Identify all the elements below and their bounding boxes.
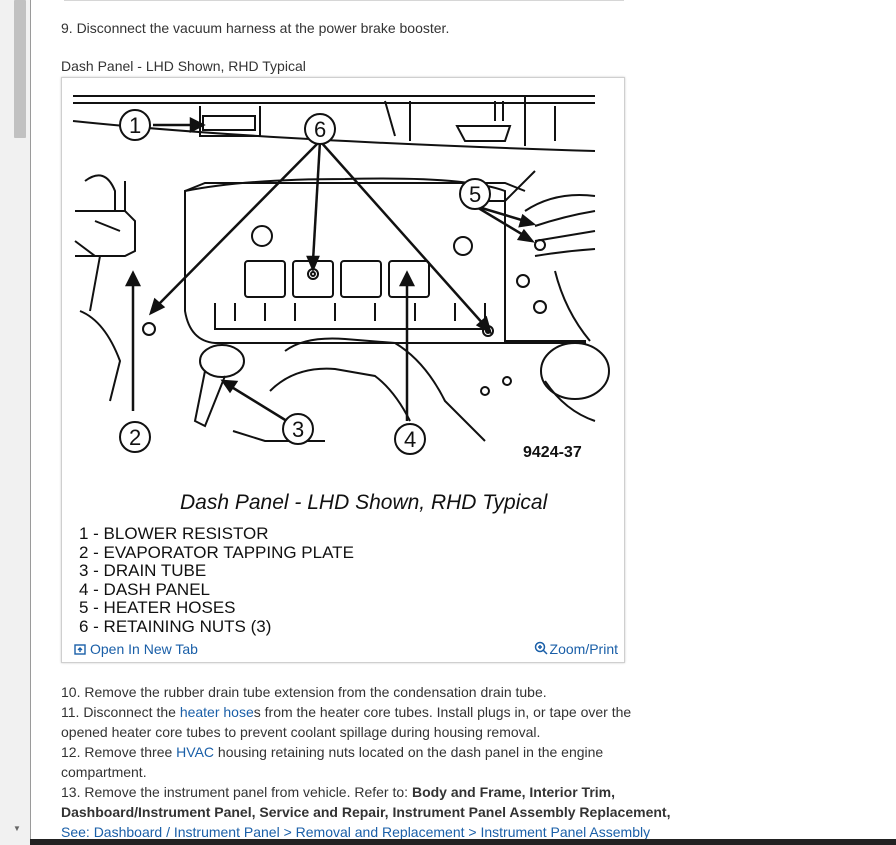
legend-item: 6 - RETAINING NUTS (3) (79, 616, 272, 636)
callout-2: 2 (129, 425, 141, 450)
step-13: 13. Remove the instrument panel from veh… (61, 784, 671, 840)
open-new-tab-icon (74, 644, 86, 655)
bottom-bar (30, 839, 896, 845)
figure-code: 9424-37 (523, 444, 582, 461)
figure-caption: Dash Panel - LHD Shown, RHD Typical (61, 58, 306, 74)
scroll-down-arrow-icon[interactable]: ▼ (13, 824, 21, 833)
figure-footer: Open In New Tab Zoom/Print (62, 636, 624, 662)
callout-4: 4 (404, 427, 416, 452)
magnifier-icon (534, 641, 548, 655)
legend-item: 1 - BLOWER RESISTOR (79, 524, 269, 543)
step-11: 11. Disconnect the heater hoses from the… (61, 704, 632, 740)
scrollbar-thumb[interactable] (14, 0, 26, 138)
figure-title: Dash Panel - LHD Shown, RHD Typical (180, 491, 548, 514)
figure-legend: 1 - BLOWER RESISTOR 2 - EVAPORATOR TAPPI… (79, 524, 354, 637)
instrument-panel-see-link[interactable]: See: Dashboard / Instrument Panel > Remo… (61, 824, 651, 840)
instruction-steps: 10. Remove the rubber drain tube extensi… (61, 682, 681, 842)
divider (64, 0, 624, 1)
zoom-print-link[interactable]: Zoom/Print (534, 641, 618, 657)
vertical-scrollbar[interactable]: ▼ (0, 0, 31, 845)
callout-5: 5 (469, 182, 481, 207)
callout-1: 1 (129, 113, 141, 138)
callout-6: 6 (314, 117, 326, 142)
legend-item: 2 - EVAPORATOR TAPPING PLATE (79, 542, 354, 562)
reference-path: Body and Frame, Interior Trim, Dashboard… (61, 784, 671, 820)
figure-image: 1 2 3 4 5 6 9424-37 Dash Panel - LHD Sho… (65, 81, 621, 636)
open-in-new-tab-label: Open In New Tab (90, 641, 198, 657)
dash-panel-diagram: 1 2 3 4 5 6 9424-37 (72, 95, 610, 461)
hvac-link[interactable]: HVAC (176, 744, 215, 760)
step-10: 10. Remove the rubber drain tube extensi… (61, 684, 547, 700)
legend-item: 3 - DRAIN TUBE (79, 561, 207, 581)
heater-hose-link[interactable]: heater hose (179, 704, 254, 720)
legend-item: 5 - HEATER HOSES (79, 598, 236, 618)
step-9: 9. Disconnect the vacuum harness at the … (61, 20, 450, 36)
step-12: 12. Remove three HVAC housing retaining … (61, 744, 604, 780)
zoom-print-label: Zoom/Print (549, 641, 618, 657)
callout-3: 3 (292, 417, 304, 442)
legend-item: 4 - DASH PANEL (79, 579, 211, 599)
figure-container: 1 2 3 4 5 6 9424-37 Dash Panel - LHD Sho… (61, 77, 625, 663)
open-in-new-tab-link[interactable]: Open In New Tab (74, 641, 198, 657)
